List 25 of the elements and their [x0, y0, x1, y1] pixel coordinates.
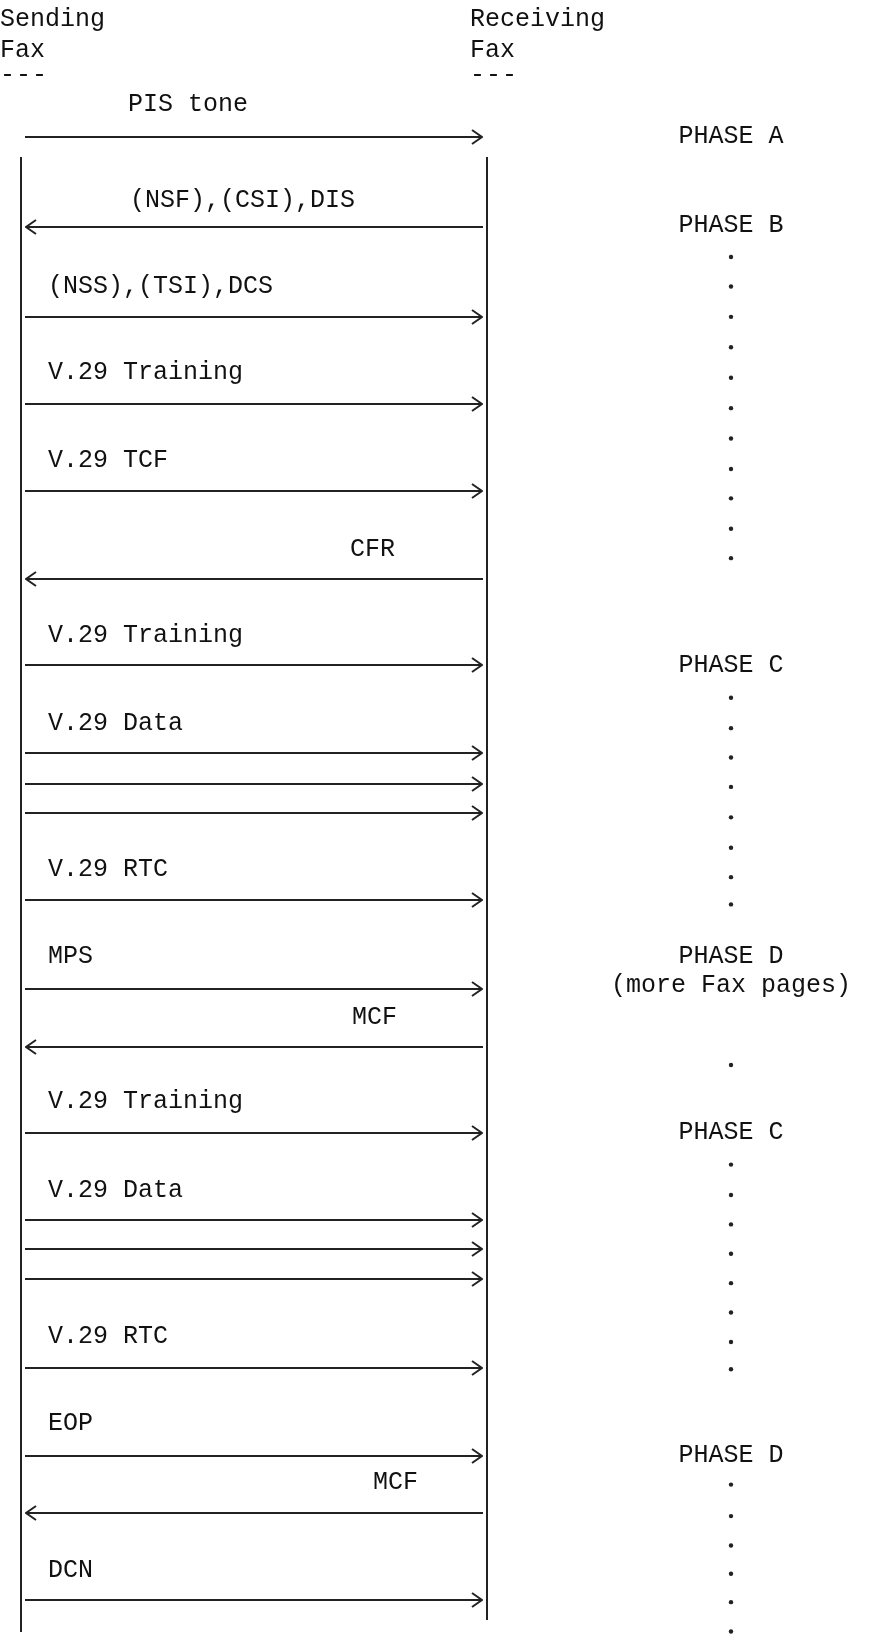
message-arrow [24, 981, 483, 997]
message-arrow [24, 892, 483, 908]
message-arrow [24, 1241, 483, 1257]
message-arrow [24, 309, 483, 325]
message-arrow [25, 571, 484, 587]
message-arrow [24, 1592, 483, 1608]
message-arrow [24, 396, 483, 412]
message-arrow [25, 1505, 484, 1521]
message-arrow [24, 1125, 483, 1141]
message-arrow [24, 483, 483, 499]
message-arrow [24, 805, 483, 821]
message-arrow [24, 1212, 483, 1228]
message-arrow [24, 1448, 483, 1464]
message-arrow [24, 1271, 483, 1287]
message-arrow [24, 129, 483, 145]
participant-heading: Sending Fax [0, 4, 107, 66]
message-arrow [24, 657, 483, 673]
message-arrow [25, 219, 484, 235]
message-arrow [24, 776, 483, 792]
message-arrow [24, 745, 483, 761]
message-arrow [25, 1039, 484, 1055]
heading-underline: --- [0, 66, 49, 86]
participant-heading: Receiving Fax [470, 4, 607, 66]
heading-underline: --- [470, 66, 519, 86]
message-arrow [24, 1360, 483, 1376]
